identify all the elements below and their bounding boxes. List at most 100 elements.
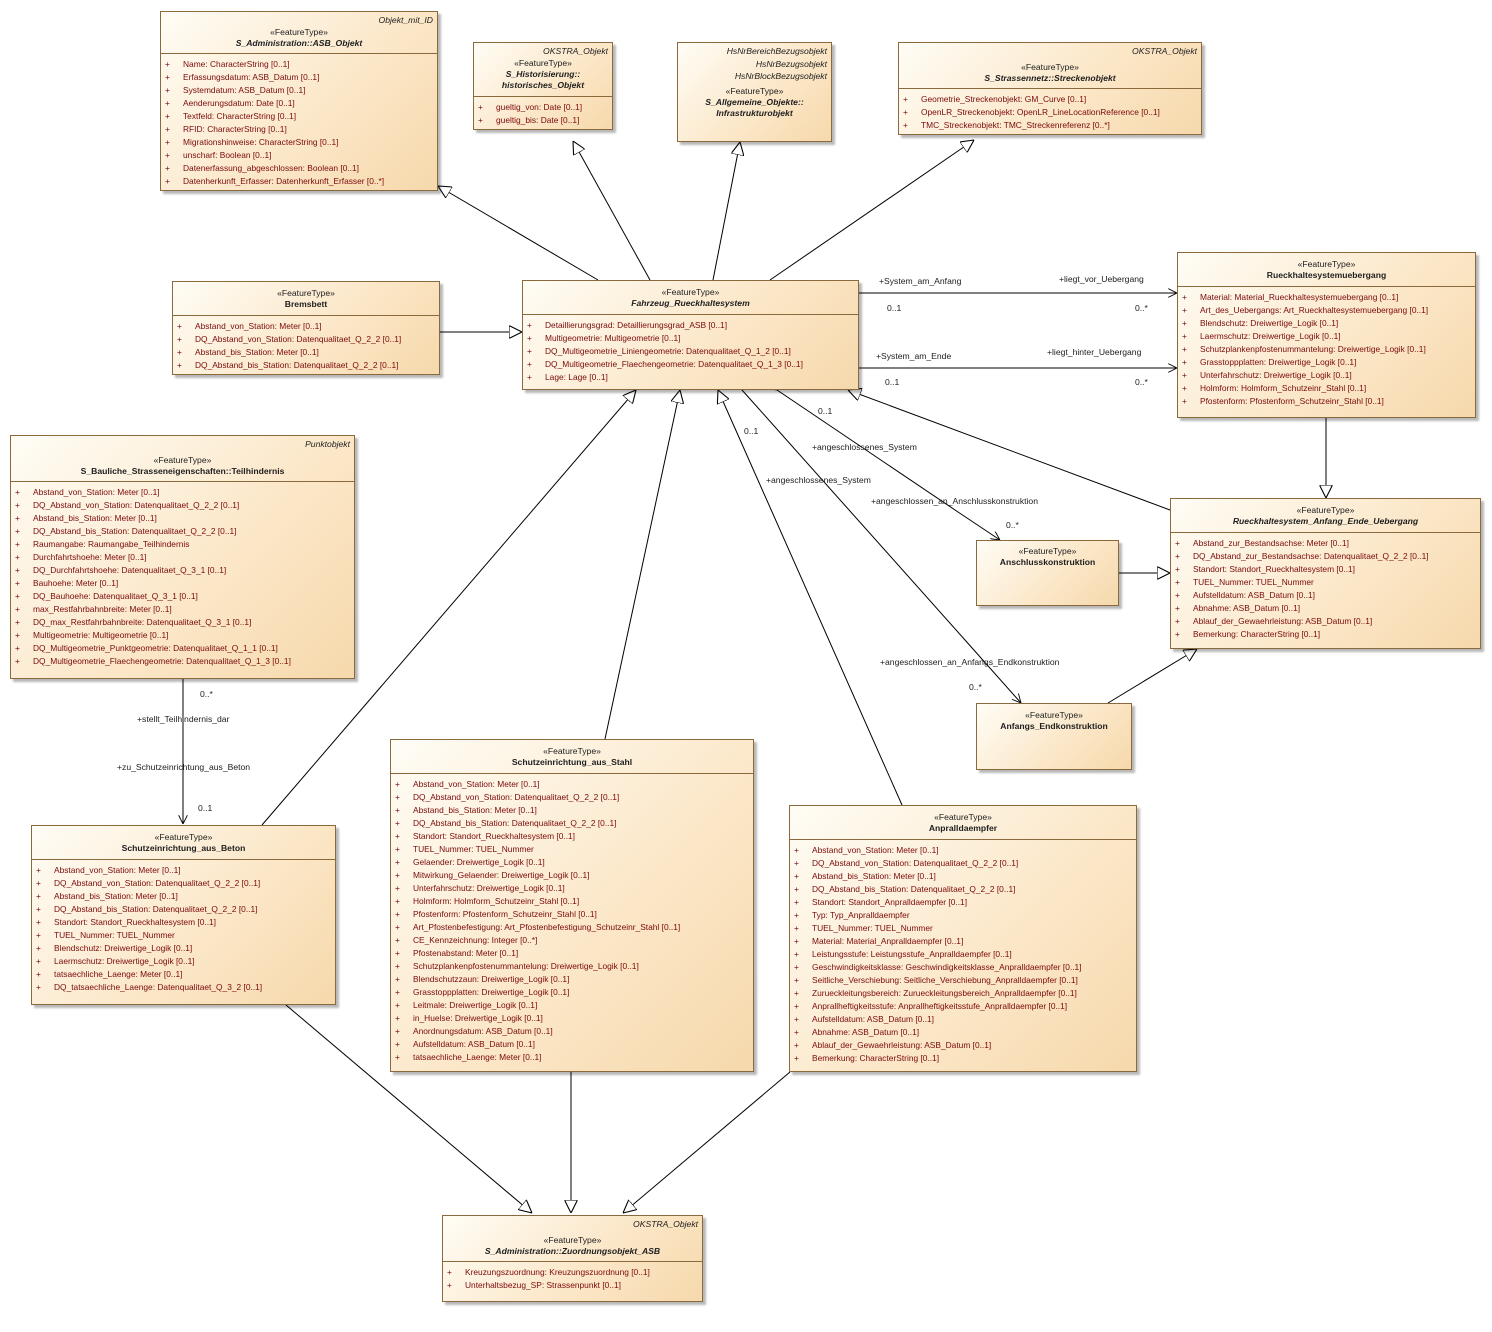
class-streckenobjekt[interactable]: OKSTRA_Objekt «FeatureType» S_Strassenne… — [898, 42, 1202, 135]
attribute-row: +Abstand_bis_Station: Meter [0..1] — [36, 890, 331, 903]
attribute-text: Zurueckleitungsbereich: Zurueckleitungsb… — [812, 987, 1077, 998]
attribute-row: +DQ_Bauhoehe: Datenqualitaet_Q_3_1 [0..1… — [15, 590, 350, 603]
public-visibility-icon: + — [527, 332, 532, 343]
public-visibility-icon: + — [15, 643, 20, 653]
attribute-row: +Textfeld: CharacterString [0..1] — [165, 110, 433, 123]
class-infrastrukturobjekt[interactable]: HsNrBereichBezugsobjekt HsNrBezugsobjekt… — [677, 42, 832, 142]
public-visibility-icon: + — [15, 630, 20, 640]
attribute-text: Standort: Standort_Rueckhaltesystem [0..… — [54, 916, 217, 927]
class-anfangs-endkonstruktion[interactable]: «FeatureType» Anfangs_Endkonstruktion — [976, 703, 1132, 770]
attribute-text: Ablauf_der_Gewaehrleistung: ASB_Datum [0… — [812, 1039, 992, 1050]
class-stereotype: «FeatureType» — [1021, 61, 1079, 72]
public-visibility-icon: + — [1175, 615, 1180, 626]
attribute-text: DQ_Abstand_zur_Bestandsachse: Datenquali… — [1193, 550, 1429, 561]
public-visibility-icon: + — [395, 1051, 400, 1062]
attribute-row: +CE_Kennzeichnung: Integer [0..*] — [395, 934, 749, 947]
attribute-text: Typ: Typ_Anpralldaempfer — [812, 909, 910, 920]
attribute-row: +Art_des_Uebergangs: Art_Rueckhaltesyste… — [1182, 304, 1471, 317]
public-visibility-icon: + — [177, 359, 182, 370]
class-header: «FeatureType» Bremsbett — [173, 282, 439, 316]
public-visibility-icon: + — [395, 856, 400, 867]
generalization-fahrzeug-to-streckenobjekt — [769, 140, 974, 281]
attribute-text: RFID: CharacterString [0..1] — [183, 124, 287, 134]
attribute-row: +Aufstelldatum: ASB_Datum [0..1] — [794, 1013, 1132, 1026]
attribute-text: DQ_Abstand_bis_Station: Datenqualitaet_Q… — [33, 526, 237, 536]
class-name: Anschlusskonstruktion — [999, 557, 1096, 567]
public-visibility-icon: + — [395, 843, 400, 854]
association-anfangs-endkonstruktion — [742, 390, 1021, 703]
public-visibility-icon: + — [1182, 291, 1187, 302]
class-anschlusskonstruktion[interactable]: «FeatureType» Anschlusskonstruktion — [976, 540, 1119, 606]
class-header: «FeatureType» Fahrzeug_Rueckhaltesystem — [523, 281, 858, 315]
class-anpralldaempfer[interactable]: «FeatureType» Anpralldaempfer +Abstand_v… — [789, 805, 1137, 1072]
public-visibility-icon: + — [177, 320, 182, 331]
role-label: +angeschlossenes_System — [812, 442, 917, 452]
attribute-row: +Mitwirkung_Gelaender: Dreiwertige_Logik… — [395, 869, 749, 882]
class-stereotype: «FeatureType» — [543, 1234, 602, 1245]
class-zuordnungsobjekt[interactable]: OKSTRA_Objekt «FeatureType» S_Administra… — [442, 1215, 703, 1302]
class-anfang-ende-uebergang[interactable]: «FeatureType» Rueckhaltesystem_Anfang_En… — [1170, 498, 1481, 649]
class-historisches-objekt[interactable]: OKSTRA_Objekt «FeatureType» S_Historisie… — [473, 42, 613, 130]
generalization-fahrzeug-to-asb-objekt — [438, 186, 599, 281]
attribute-text: Schutzplankenpfostenummantelung: Dreiwer… — [1200, 343, 1426, 354]
public-visibility-icon: + — [794, 896, 799, 907]
attribute-row: +Blendschutzzaun: Dreiwertige_Logik [0..… — [395, 973, 749, 986]
attribute-text: DQ_Abstand_bis_Station: Datenqualitaet_Q… — [812, 883, 1016, 894]
class-bremsbett[interactable]: «FeatureType» Bremsbett +Abstand_von_Sta… — [172, 281, 440, 375]
public-visibility-icon: + — [395, 908, 400, 919]
attribute-text: Durchfahrtshoehe: Meter [0..1] — [33, 552, 147, 562]
attribute-text: DQ_Multigeometrie_Punktgeometrie: Datenq… — [33, 643, 278, 653]
public-visibility-icon: + — [395, 804, 400, 815]
class-attributes: +Geometrie_Streckenobjekt: GM_Curve [0..… — [899, 89, 1201, 134]
class-stereotype: «FeatureType» — [277, 288, 335, 298]
attribute-text: gueltig_bis: Date [0..1] — [496, 114, 580, 125]
class-name: S_Strassennetz::Streckenobjekt — [984, 72, 1116, 83]
attribute-row: + DQ_max_Restfahrbahnbreite: Datenqualita… — [15, 616, 350, 629]
public-visibility-icon: + — [478, 114, 483, 125]
attribute-row: +Multigeometrie: Multigeometrie [0..1] — [527, 332, 854, 345]
attribute-row: +in_Huelse: Dreiwertige_Logik [0..1] — [395, 1012, 749, 1025]
class-name: Fahrzeug_Rueckhaltesystem — [631, 298, 750, 308]
attribute-text: DQ_Abstand_von_Station: Datenqualitaet_Q… — [33, 500, 240, 510]
attribute-row: +Durchfahrtshoehe: Meter [0..1] — [15, 551, 350, 564]
class-schutzeinrichtung-aus-beton[interactable]: «FeatureType» Schutzeinrichtung_aus_Beto… — [31, 825, 336, 1005]
class-stereotype: «FeatureType» — [1297, 259, 1356, 269]
public-visibility-icon: + — [1182, 343, 1187, 354]
attribute-text: DQ_Multigeometrie_Flaechengeometrie: Dat… — [33, 656, 291, 666]
attribute-row: +Laermschutz: Dreiwertige_Logik [0..1] — [1182, 330, 1471, 343]
attribute-row: +Standort: Standort_Rueckhaltesystem [0.… — [395, 830, 749, 843]
attribute-row: +Seitliche_Verschiebung: Seitliche_Versc… — [794, 974, 1132, 987]
attribute-text: gueltig_von: Date [0..1] — [496, 101, 583, 112]
attribute-row: +Detaillierungsgrad: Detaillierungsgrad_… — [527, 319, 854, 332]
public-visibility-icon: + — [165, 176, 170, 186]
public-visibility-icon: + — [165, 137, 170, 147]
attribute-text: Seitliche_Verschiebung: Seitliche_Versch… — [812, 974, 1078, 985]
attribute-row: +Bemerkung: CharacterString [0..1] — [794, 1052, 1132, 1065]
attribute-row: +Abstand_von_Station: Meter [0..1] — [794, 844, 1132, 857]
public-visibility-icon: + — [794, 870, 799, 881]
generalization-beton-to-fahrzeug — [261, 390, 636, 826]
role-label: +angeschlossen_an_Anschlusskonstruktion — [871, 496, 1038, 506]
class-asb-objekt[interactable]: Objekt_mit_ID «FeatureType» S_Administra… — [160, 11, 438, 191]
public-visibility-icon: + — [165, 98, 170, 108]
class-name: S_Administration::Zuordnungsobjekt_ASB — [484, 1245, 661, 1256]
attribute-text: Grasstoppplatten: Dreiwertige_Logik [0..… — [1200, 356, 1357, 367]
public-visibility-icon: + — [1175, 628, 1180, 639]
public-visibility-icon: + — [36, 942, 41, 953]
attribute-text: DQ_max_Restfahrbahnbreite: Datenqualitae… — [33, 617, 252, 627]
attribute-text: tatsaechliche_Laenge: Meter [0..1] — [54, 968, 183, 979]
multiplicity-label: 0..* — [1135, 377, 1148, 387]
attribute-row: +Bemerkung: CharacterString [0..1] — [1175, 628, 1476, 641]
class-fahrzeug-rueckhaltesystem[interactable]: «FeatureType» Fahrzeug_Rueckhaltesystem … — [522, 280, 859, 390]
class-rueckhaltesystemuebergang[interactable]: «FeatureType» Rueckhaltesystemuebergang … — [1177, 252, 1476, 418]
class-schutzeinrichtung-aus-stahl[interactable]: «FeatureType» Schutzeinrichtung_aus_Stah… — [390, 739, 754, 1072]
class-teilhindernis[interactable]: Punktobjekt «FeatureType» S_Bauliche_Str… — [10, 435, 355, 679]
attribute-text: TUEL_Nummer: TUEL_Nummer — [1193, 576, 1314, 587]
public-visibility-icon: + — [15, 617, 20, 627]
class-stereotype: «FeatureType» — [543, 746, 601, 756]
class-name: Rueckhaltesystem_Anfang_Ende_Uebergang — [1232, 516, 1419, 526]
attribute-row: +Blendschutz: Dreiwertige_Logik [0..1] — [36, 942, 331, 955]
class-name: Anfangs_Endkonstruktion — [1000, 721, 1108, 731]
multiplicity-label: 0..1 — [198, 803, 213, 813]
public-visibility-icon: + — [1182, 317, 1187, 328]
